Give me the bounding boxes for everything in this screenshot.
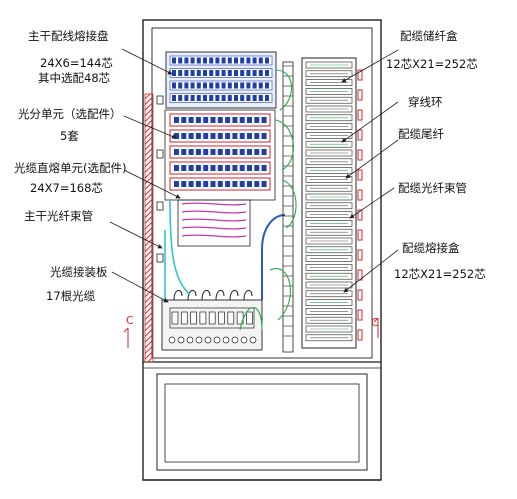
cable-mount-plate [161,299,263,351]
leader-lines-left [109,48,181,303]
label-main-patch-count: 24X6=144芯 [40,56,113,70]
direct-splice-unit [181,202,247,238]
main-patch-panel [165,51,277,109]
label-main-patch-panel: 主干配线熔接盘 [28,29,109,43]
pigtail-loops [239,69,297,331]
leader-lines-right [341,49,399,293]
cable-guide [282,61,294,353]
section-marker-right-label: C [371,316,379,329]
lower-compartment [156,373,368,471]
label-cable-count: 17根光缆 [46,289,96,303]
trunk-fiber-tube [164,199,286,300]
label-storage-count: 12芯X21=252芯 [386,57,478,71]
section-marker-left-label: C [126,314,134,327]
ground-strip [144,93,154,363]
label-storage-box: 配缆储纤盒 [400,29,458,43]
label-threading-ring: 穿线环 [408,95,443,109]
label-trunk-fiber-tube: 主干光纤束管 [24,209,93,223]
incoming-cables [173,290,253,301]
mounting-tabs-left [156,95,164,263]
label-splice-box: 配缆熔接盒 [402,241,460,255]
label-splitter-unit: 光分单元（选配件） [18,107,122,121]
label-fiber-tube: 配缆光纤束管 [398,181,467,195]
section-marker-right: C [371,316,379,338]
label-direct-splice-count: 24X7=168芯 [30,181,103,195]
label-pigtail: 配缆尾纤 [398,127,444,141]
label-main-patch-optional: 其中选配48芯 [38,71,111,85]
label-direct-splice-unit: 光缆直熔单元(选配件) [14,161,127,175]
label-splice-count: 12芯X21=252芯 [394,267,486,281]
label-splitter-count: 5套 [60,129,79,143]
section-marker-left: C [123,314,134,348]
label-cable-mount-plate: 光缆接装板 [50,265,108,279]
splitter-unit [169,113,271,191]
splice-rack [301,57,357,349]
threading-rings [357,69,363,341]
